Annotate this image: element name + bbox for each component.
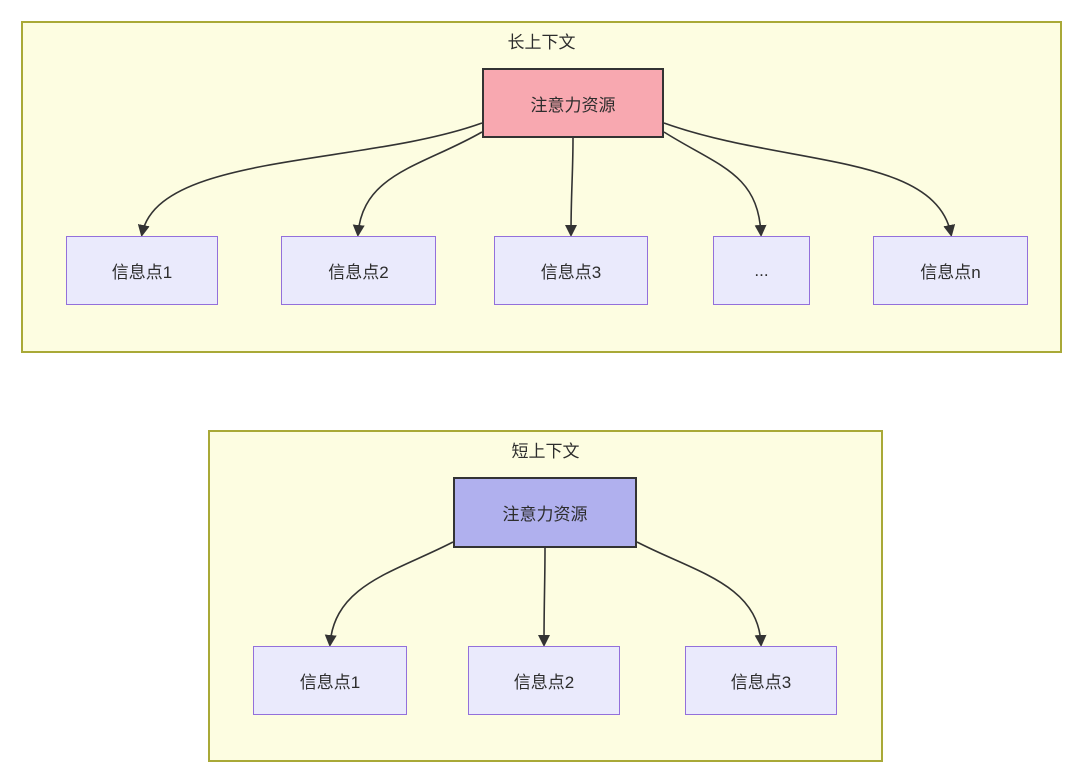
node-info-point-1-short: 信息点1 (253, 646, 407, 715)
edge-attention-to-info1-short (324, 541, 454, 647)
edge-attention-to-info1-long (137, 122, 483, 237)
long-context-edges (137, 122, 956, 237)
edge-attention-to-info3-long (565, 137, 578, 237)
short-context-title: 短上下文 (511, 442, 580, 461)
edge-attention-to-info3-short (636, 541, 767, 647)
short-context-edges (324, 541, 767, 647)
node-info-point-2-long: 信息点2 (281, 236, 436, 305)
node-attention-resource-long: 注意力资源 (482, 68, 664, 138)
node-info-point-3-short: 信息点3 (685, 646, 837, 715)
edge-attention-to-ellipsis-long (663, 131, 767, 237)
edge-attention-to-info2-long (352, 131, 483, 237)
short-context-panel: 短上下文 注意力资源 信息点1 信息点2 信息点3 (208, 430, 883, 762)
long-context-title: 长上下文 (507, 33, 576, 52)
long-context-panel: 长上下文 注意力资源 信息点1 信息点2 信息点3 ... 信息点n (21, 21, 1062, 353)
node-info-point-3-long: 信息点3 (494, 236, 648, 305)
node-info-point-2-short: 信息点2 (468, 646, 620, 715)
node-info-point-ellipsis-long: ... (713, 236, 810, 305)
edge-attention-to-info2-short (538, 547, 551, 647)
node-attention-resource-short: 注意力资源 (453, 477, 637, 548)
node-info-point-n-long: 信息点n (873, 236, 1028, 305)
edge-attention-to-infon-long (663, 122, 956, 237)
node-info-point-1-long: 信息点1 (66, 236, 218, 305)
